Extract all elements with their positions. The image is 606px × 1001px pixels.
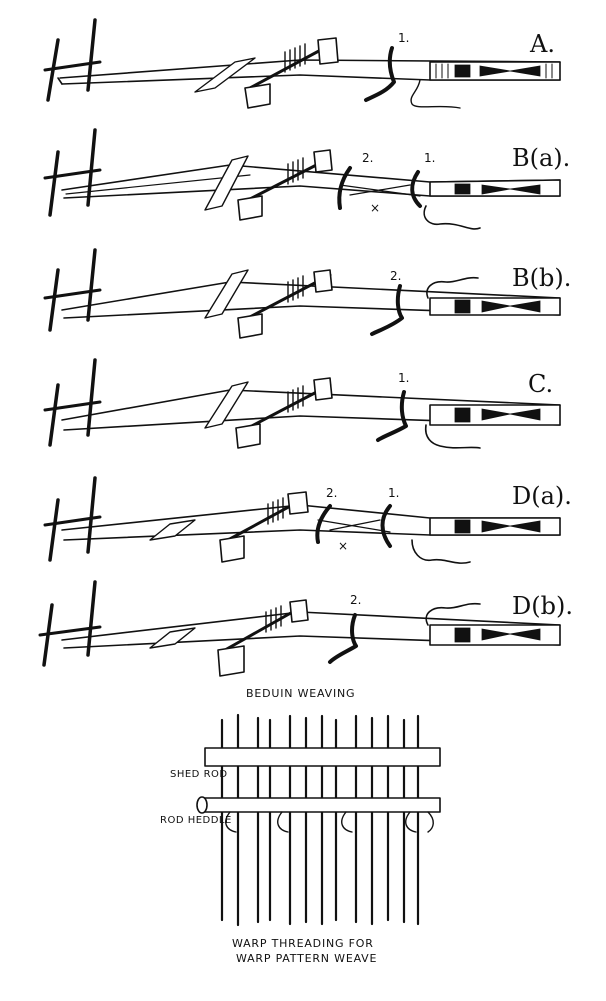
loop-numbers: 1. 2. 1. × 2. 1. 2. 1. × 2. — [326, 31, 435, 607]
panel-ba-number-2: 2. — [362, 151, 373, 165]
panel-da-label: D(a). — [512, 482, 572, 510]
figure-title: BEDUIN WEAVING — [246, 687, 355, 700]
panel-ba — [43, 128, 561, 230]
panel-bb — [43, 248, 561, 339]
panel-ba-number-1: 1. — [424, 151, 435, 165]
panel-ba-label: B(a). — [512, 144, 570, 172]
warp-threading-detail — [196, 713, 441, 927]
panel-bb-number-2: 2. — [390, 269, 401, 283]
panel-c-number-1: 1. — [398, 371, 409, 385]
caption-line-1: WARP THREADING FOR — [232, 937, 374, 950]
panel-c — [43, 358, 561, 449]
panel-da-cross: × — [338, 539, 348, 553]
panel-db — [38, 580, 561, 677]
caption-line-2: WARP PATTERN WEAVE — [236, 952, 377, 965]
panel-bb-label: B(b). — [512, 264, 571, 292]
shed-rod — [204, 747, 441, 767]
panel-a-number-1: 1. — [398, 31, 409, 45]
rod-heddle-label: ROD HEDDLE — [160, 815, 232, 826]
panel-da-number-2: 2. — [326, 486, 337, 500]
panel-ba-cross: × — [370, 201, 380, 215]
rod-heddle — [199, 797, 441, 813]
panel-a — [43, 18, 561, 109]
panel-da — [43, 476, 561, 564]
panel-a-label: A. — [529, 30, 555, 58]
panel-da-number-1: 1. — [388, 486, 399, 500]
panel-db-number-2: 2. — [350, 593, 361, 607]
panel-db-label: D(b). — [512, 592, 573, 620]
shed-rod-label: SHED ROD — [170, 769, 228, 780]
panel-labels: A. B(a). B(b). C. D(a). D(b). — [512, 30, 573, 620]
warp-threads — [220, 713, 420, 927]
panel-c-label: C. — [528, 370, 553, 398]
